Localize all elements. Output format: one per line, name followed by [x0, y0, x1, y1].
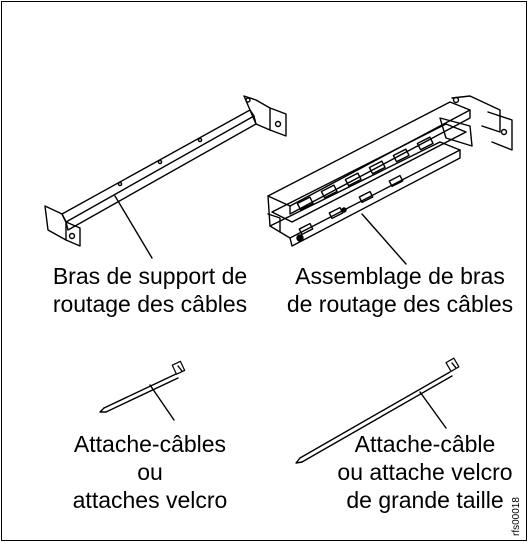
large-tie-label-line-2: ou attache velcro	[337, 459, 513, 485]
cable-ties-label-line-3: attaches velcro	[72, 487, 228, 513]
figure-id: rfs00018	[511, 497, 522, 536]
arm-assembly-label-line-2: de routage des câbles	[286, 291, 514, 317]
cable-ties-label-line-2: ou	[137, 459, 163, 485]
large-tie-label: Attache-câble ou attache velcro de grand…	[330, 430, 520, 514]
cable-tie-drawing	[99, 360, 186, 421]
support-arm-label-line-2: routage des câbles	[52, 291, 248, 317]
cable-ties-label: Attache-câbles ou attaches velcro	[50, 430, 250, 514]
large-tie-drawing	[295, 357, 460, 464]
arm-assembly-label-line-1: Assemblage de bras	[295, 263, 505, 289]
arm-assembly-drawing	[267, 95, 513, 265]
support-arm-label-line-1: Bras de support de	[52, 263, 248, 289]
support-arm-label: Bras de support de routage des câbles	[20, 262, 280, 318]
cable-ties-label-line-1: Attache-câbles	[73, 431, 227, 457]
support-arm-drawing	[44, 95, 287, 259]
large-tie-label-line-3: de grande taille	[346, 487, 504, 513]
large-tie-label-line-1: Attache-câble	[354, 431, 496, 457]
arm-assembly-label: Assemblage de bras de routage des câbles	[270, 262, 530, 318]
